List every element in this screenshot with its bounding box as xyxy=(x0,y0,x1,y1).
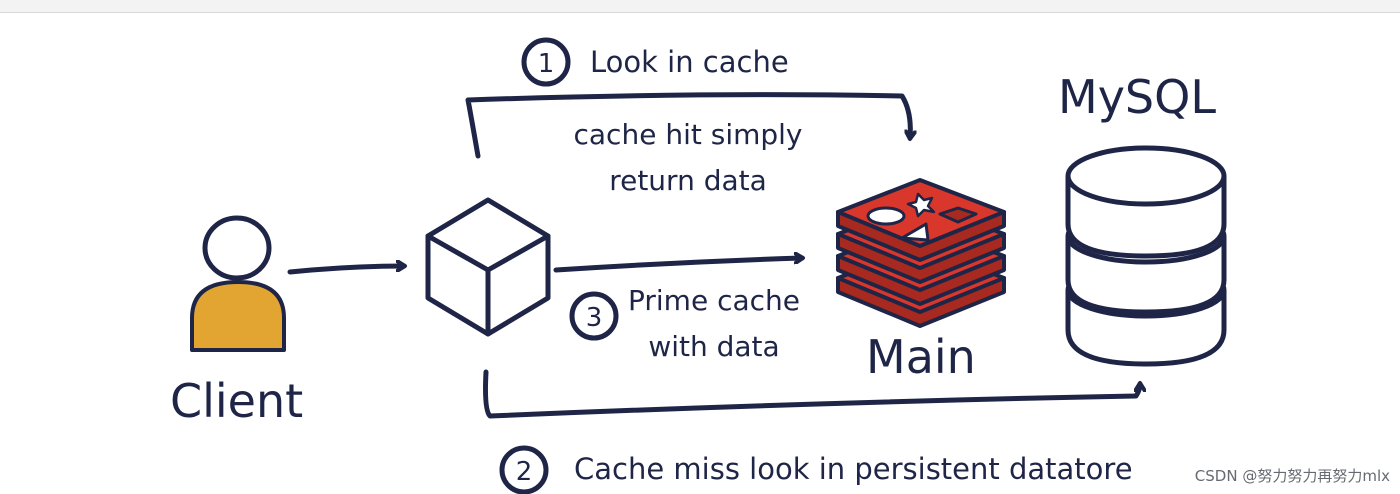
cube-icon xyxy=(425,197,551,337)
step-3-label-line2: with data xyxy=(648,330,780,363)
step-2-badge: 2 xyxy=(499,445,549,494)
cache-hit-note-line1: cache hit simply xyxy=(573,118,803,151)
watermark: CSDN @努力努力再努力mlx xyxy=(1194,467,1390,485)
user-icon xyxy=(190,215,286,352)
top-bar xyxy=(0,0,1400,13)
step-1-label: Look in cache xyxy=(590,45,789,79)
cache-label: Main xyxy=(866,330,976,384)
step-3-badge: 3 xyxy=(569,291,619,341)
cache-hit-note: cache hit simply return data xyxy=(568,112,808,204)
step-2-label: Cache miss look in persistent datatore xyxy=(574,452,1133,486)
database-label: MySQL xyxy=(1058,70,1216,124)
arrow-client-to-app xyxy=(287,266,404,275)
step-3-label-line1: Prime cache xyxy=(627,284,800,317)
arrow-look-in-cache xyxy=(465,92,910,159)
step-1-badge: 1 xyxy=(521,37,571,87)
step-2-number: 2 xyxy=(516,457,533,487)
cache-hit-note-line2: return data xyxy=(609,164,767,197)
step-3-label: Prime cache with data xyxy=(624,278,804,370)
arrow-cache-miss xyxy=(483,369,1141,419)
arrow-prime-cache xyxy=(553,258,802,273)
database-icon xyxy=(1065,145,1227,367)
step-3-number: 3 xyxy=(586,303,603,333)
redis-icon xyxy=(836,178,1006,328)
client-label: Client xyxy=(170,374,304,428)
step-1-number: 1 xyxy=(538,49,555,79)
